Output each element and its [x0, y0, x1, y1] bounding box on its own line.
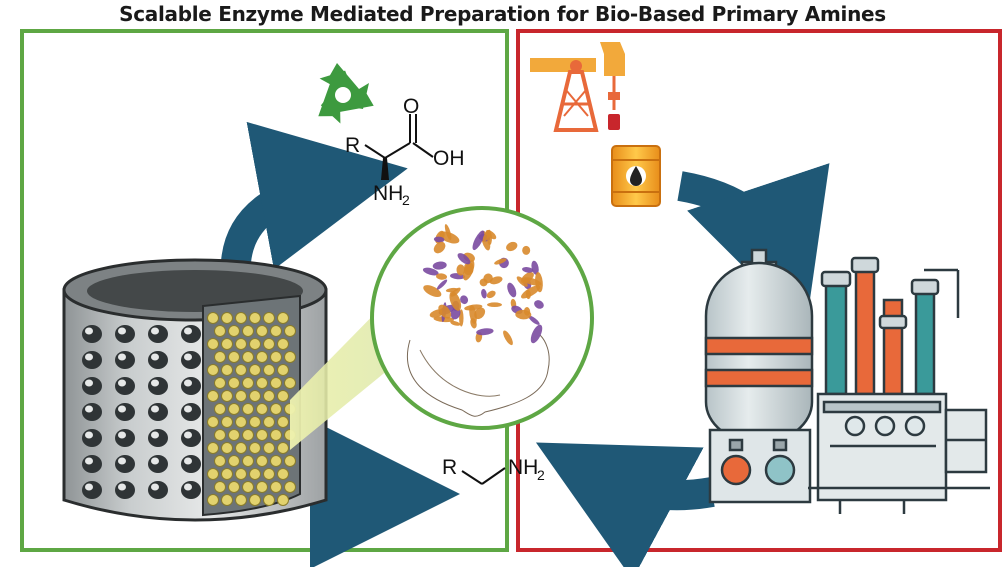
packed-bed-reactor-icon: [62, 258, 328, 522]
enzyme-protein-structure: [370, 206, 594, 430]
product-amine-subscript: 2: [537, 467, 545, 483]
amine-subscript: 2: [402, 192, 410, 208]
figure-title: Scalable Enzyme Mediated Preparation for…: [119, 2, 886, 26]
curved-arrow-left-up: [221, 121, 408, 270]
amine-label: NH: [373, 182, 403, 205]
oil-pump-icon: [530, 42, 625, 132]
recycle-icon: [318, 63, 374, 124]
curved-arrow-left-down: [309, 418, 460, 567]
reactor-holes: [82, 325, 201, 499]
immobilized-beads: [207, 312, 296, 506]
curved-arrow-right-left: [535, 442, 715, 567]
refinery-plant-icon: [704, 248, 990, 514]
product-amine-structure: R NH 2: [442, 456, 545, 485]
r-group-label: R: [345, 134, 360, 157]
product-r-label: R: [442, 456, 457, 479]
oh-label: OH: [433, 147, 465, 170]
o-label: O: [403, 95, 419, 118]
product-amine-label: NH: [508, 456, 538, 479]
curved-arrow-right-down: [677, 163, 830, 330]
oil-barrel-icon: [611, 145, 661, 207]
amino-acid-structure: R OH O NH 2: [345, 95, 465, 208]
